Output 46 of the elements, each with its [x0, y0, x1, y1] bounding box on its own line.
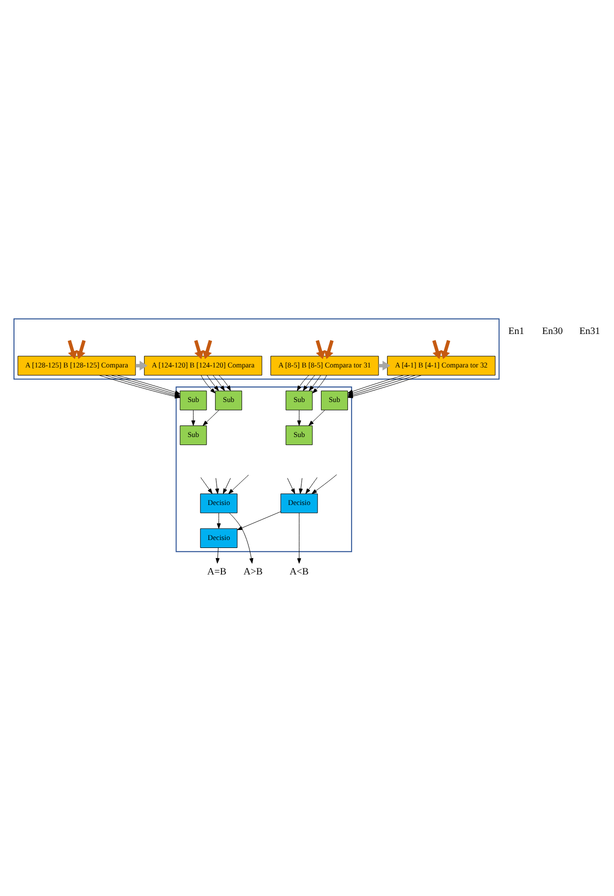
arrow	[212, 375, 225, 391]
label: En1	[508, 326, 524, 338]
node-box: A [124-120] B [124-120] Compara	[144, 356, 262, 376]
arrow	[297, 410, 302, 426]
arrow	[312, 474, 337, 494]
arrow	[202, 410, 220, 426]
arrow	[312, 375, 327, 394]
node-box: A [4-1] B [4-1] Compara tor 32	[387, 356, 496, 376]
arrow	[308, 410, 326, 426]
arrow	[191, 410, 196, 426]
arrow	[222, 478, 231, 494]
label: En31	[579, 326, 600, 338]
arrow	[287, 478, 296, 494]
node-box: A [8-5] B [8-5] Compara tor 31	[270, 356, 379, 376]
arrow	[308, 375, 321, 391]
arrow	[116, 375, 180, 394]
arrow	[296, 375, 309, 391]
arrow	[200, 477, 212, 494]
node-box: Sub	[180, 390, 207, 410]
arrow	[216, 512, 221, 529]
node-text: A<B	[290, 566, 309, 578]
node-box: Decisio	[200, 494, 238, 514]
arrow	[200, 375, 216, 394]
cluster	[13, 318, 500, 380]
arrow	[306, 477, 318, 494]
node-box: Sub	[320, 390, 348, 410]
arrow	[302, 375, 315, 391]
arrow	[237, 511, 281, 530]
node-box: Sub	[215, 390, 242, 410]
arrow	[297, 512, 302, 564]
label: En30	[542, 326, 563, 338]
node-box: Sub	[286, 390, 313, 410]
node-text: A=B	[207, 566, 226, 578]
node-box: A [128-125] B [128-125] Compara	[18, 356, 136, 376]
node-box: Decisio	[200, 528, 238, 548]
arrow	[206, 375, 219, 391]
arrow	[298, 478, 303, 494]
node-text: A>B	[244, 566, 263, 578]
arrow	[215, 478, 220, 494]
arrow	[218, 375, 231, 391]
node-box: Decisio	[280, 494, 318, 514]
arrow	[228, 474, 249, 494]
arrow	[229, 512, 254, 564]
node-box: Sub	[180, 425, 207, 446]
node-box: Sub	[286, 425, 313, 446]
arrow	[216, 548, 220, 564]
